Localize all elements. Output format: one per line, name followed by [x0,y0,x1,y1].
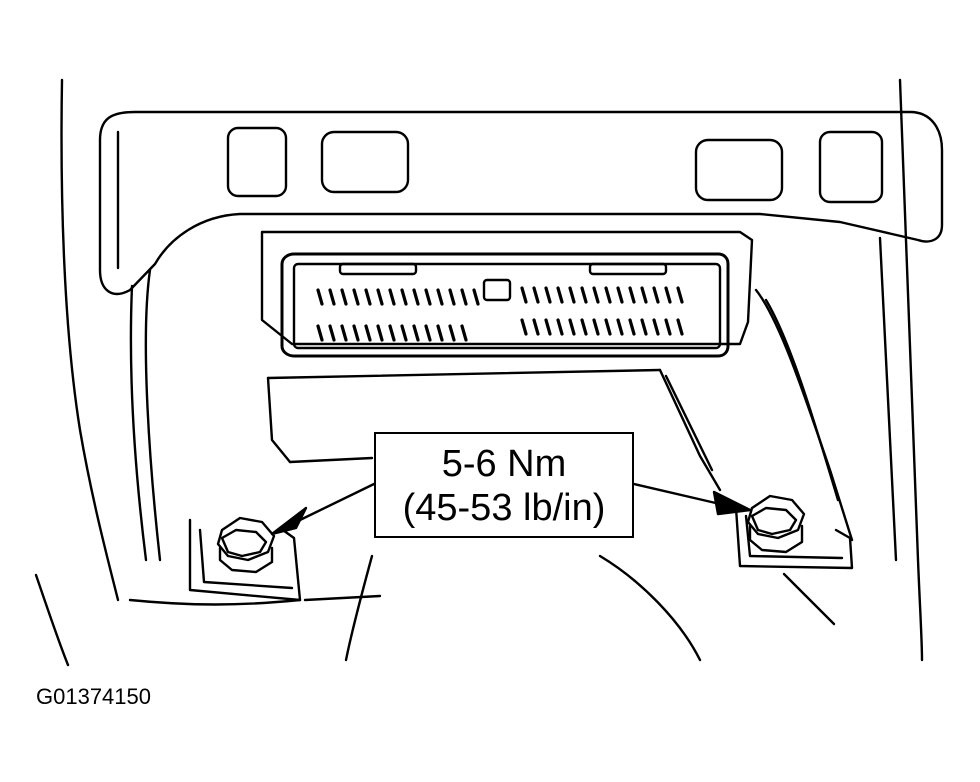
bracket-slot [694,138,784,202]
console-outline [34,78,924,667]
arrow-head-right-icon [712,490,752,516]
figure-id-label: G01374150 [36,684,151,709]
lower-bracket [266,288,854,542]
callout-arrows [270,482,752,536]
right-mounting-tab [734,506,854,626]
torque-imperial-label: (45-53 lb/in) [402,487,606,529]
torque-metric-label: 5-6 Nm [441,443,567,485]
left-mounting-tab [188,518,302,602]
left-bolt-icon [216,516,276,574]
bracket-slot [226,126,288,198]
electronic-module [260,230,754,358]
arrow-head-left-icon [270,506,308,536]
console-floor [344,554,702,662]
bracket-slot [320,130,410,194]
right-bolt-icon [746,494,806,554]
bracket-slot [818,130,884,204]
torque-callout-box: 5-6 Nm (45-53 lb/in) [374,432,634,538]
connector-pins [316,286,684,342]
upper-bracket [98,110,944,562]
